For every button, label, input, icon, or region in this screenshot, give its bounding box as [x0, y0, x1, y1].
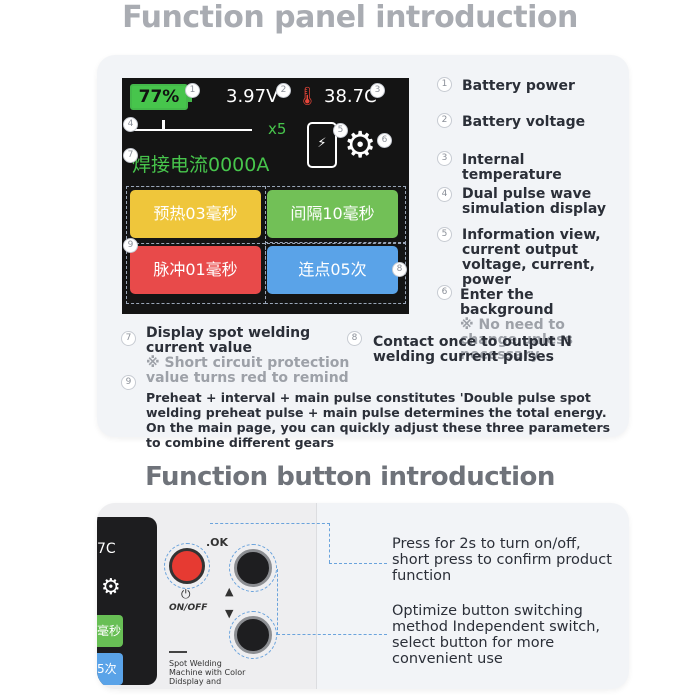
info-view-icon[interactable]: ⚡ [307, 122, 337, 168]
pulse-multiplier: x5 [268, 120, 287, 138]
device-gear-icon: ⚙ [101, 575, 121, 600]
marker-1: 1 [185, 83, 200, 98]
legend-num-9: 9 [121, 375, 136, 390]
knob-down-highlight [229, 611, 277, 659]
battery-voltage: 3.97V [226, 86, 279, 107]
marker-9: 9 [123, 238, 138, 253]
legend-enter-background: Enter the background ※ No need to change… [460, 288, 625, 363]
device-screen: 7C ⚙ 毫秒 5次 [97, 517, 157, 685]
marker-2: 2 [276, 83, 291, 98]
onoff-label: ON/OFF [169, 603, 208, 613]
legend-enter-background-label: Enter the background [460, 287, 554, 318]
device-screen-temp: 7C [97, 541, 116, 557]
legend-battery-voltage: Battery voltage [462, 114, 586, 130]
device-body-text: Spot Welding Machine with Color Didsplay… [169, 659, 246, 686]
marker-7: 7 [123, 148, 138, 163]
power-button-description: Press for 2s to turn on/off, short press… [392, 536, 612, 584]
legend-dual-pulse: Dual pulse wave simulation display [462, 186, 606, 217]
battery-indicator: 77% [130, 84, 188, 110]
legend-num-1: 1 [437, 77, 452, 92]
legend-num-4: 4 [437, 187, 452, 202]
legend-num-7: 7 [121, 331, 136, 346]
panel-heading: Function panel introduction [122, 0, 578, 35]
interval-tile[interactable]: 间隔10毫秒 [267, 190, 398, 238]
legend-num-5: 5 [437, 227, 452, 242]
pulse-wave-line [132, 129, 252, 131]
thermometer-icon: 🌡 [296, 86, 319, 107]
device-screen-tile-blue: 5次 [97, 653, 123, 685]
legend-spot-current: Display spot welding current value ※ Sho… [146, 326, 366, 386]
preheat-tile[interactable]: 预热03毫秒 [130, 190, 261, 238]
knob-up-highlight [229, 544, 277, 592]
legend-enter-background-note: ※ No need to change unless necessary [460, 317, 573, 363]
marker-4: 4 [123, 117, 138, 132]
gear-icon[interactable]: ⚙ [344, 125, 377, 166]
main-pulse-tile[interactable]: 脉冲01毫秒 [130, 246, 261, 294]
legend-contact-once: Contact once to output N welding current… [373, 334, 572, 365]
device-divider [169, 651, 187, 653]
tiles-right-highlight [265, 242, 406, 304]
legend-num-6: 6 [437, 285, 452, 300]
power-connector-top [210, 523, 330, 561]
double-pulse-description: Preheat + interval + main pulse constitu… [146, 390, 611, 450]
power-icon: ⏻ [181, 587, 191, 601]
legend-battery-power: Battery power [462, 78, 575, 94]
legend-num-8: 8 [347, 331, 362, 346]
internal-temperature: 38.7C [324, 86, 377, 107]
up-down-arrows-icon: ▲▼ [225, 585, 234, 620]
lcd-screen: 77% 3.97V 🌡 38.7C x5 ⚡ ⚙ 焊接电流0000A 预热03毫… [122, 78, 409, 314]
ok-label: .OK [206, 536, 229, 549]
marker-3: 3 [370, 83, 385, 98]
tiles-left-highlight [126, 186, 266, 304]
legend-num-2: 2 [437, 113, 452, 128]
marker-6: 6 [377, 133, 392, 148]
legend-num-3: 3 [437, 151, 452, 166]
legend-information-view: Information view, current output voltage… [462, 227, 601, 288]
power-connector-horizontal [329, 563, 387, 564]
buttons-card: 7C ⚙ 毫秒 5次 .OK ⏻ ON/OFF ▲▼ Spot Welding … [97, 503, 629, 689]
power-button-highlight [164, 543, 210, 589]
marker-5: 5 [333, 123, 348, 138]
legend-internal-temperature: Internal temperature [462, 152, 562, 183]
device-screen-tile-green: 毫秒 [97, 615, 123, 647]
pulse-wave-tick [162, 120, 165, 130]
switch-button-description: Optimize button switching method Indepen… [392, 603, 601, 667]
switch-connector-horizontal [277, 634, 387, 635]
legend-spot-current-label: Display spot welding current value [146, 325, 311, 356]
power-connector-vertical [329, 523, 330, 563]
legend-spot-current-note: ※ Short circuit protection value turns r… [146, 355, 350, 386]
continuous-tile[interactable]: 连点05次 [267, 246, 398, 294]
buttons-heading: Function button introduction [145, 462, 555, 492]
welding-current: 焊接电流0000A [132, 154, 270, 176]
marker-8: 8 [392, 262, 407, 277]
switch-connector-vertical [277, 569, 278, 635]
